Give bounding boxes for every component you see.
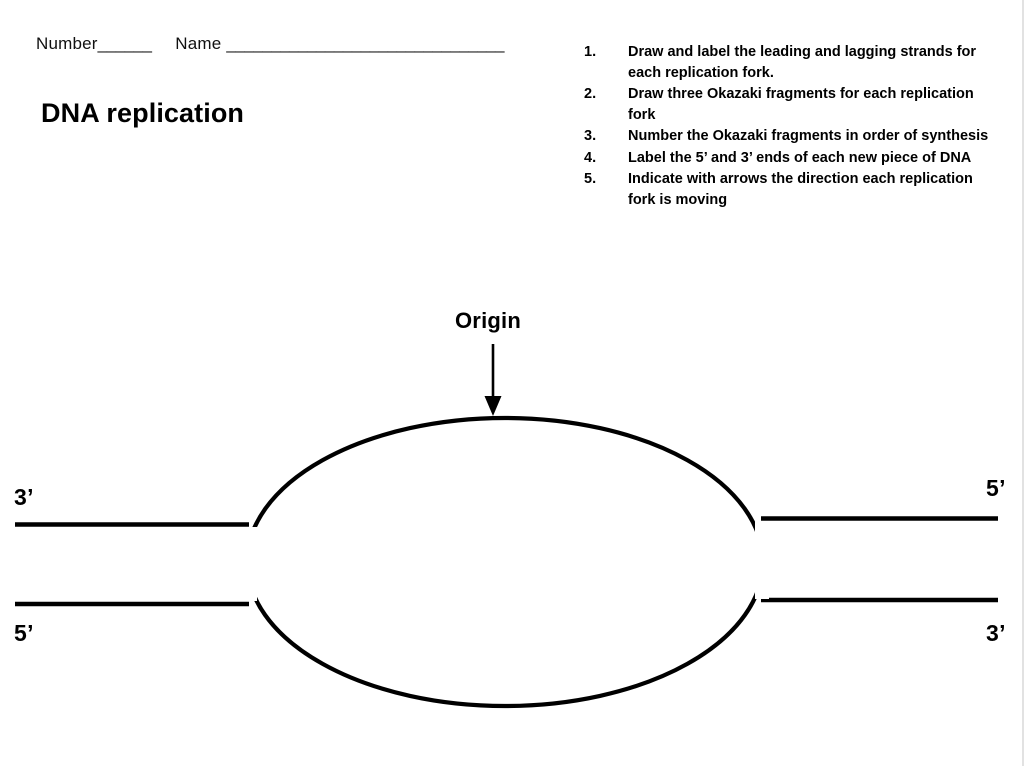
header-fields: Number______ Name ______________________…: [36, 34, 504, 54]
page-title: DNA replication: [41, 98, 245, 128]
instruction-text: Indicate with arrows the direction each …: [628, 171, 973, 209]
instruction-number: 5.: [584, 171, 597, 188]
name-field-rule[interactable]: _______________________________: [226, 34, 504, 53]
instruction-text: Draw three Okazaki fragments for each re…: [628, 86, 974, 123]
instruction-number: 3.: [584, 128, 597, 145]
end-label-left-bottom: 5’: [14, 620, 34, 646]
instruction-number: 4.: [584, 149, 597, 166]
instruction-number: 2.: [584, 86, 597, 103]
list-item: 4. Label the 5’ and 3’ ends of each new …: [584, 148, 1004, 169]
number-field-label: Number: [36, 34, 98, 53]
origin-arrow: [484, 344, 502, 416]
instruction-text: Draw and label the leading and lagging s…: [628, 44, 977, 81]
instruction-number: 1.: [584, 44, 597, 60]
instruction-text: Label the 5’ and 3’ ends of each new pie…: [628, 149, 972, 166]
end-label-left-top: 3’: [14, 484, 34, 510]
list-item: 2. Draw three Okazaki fragments for each…: [584, 84, 1004, 125]
instruction-text: Number the Okazaki fragments in order of…: [628, 128, 989, 145]
name-field-label: Name: [175, 34, 222, 53]
end-label-right-top: 5’: [986, 475, 1006, 501]
end-label-right-bottom: 3’: [986, 620, 1006, 646]
list-item: 5. Indicate with arrows the direction ea…: [584, 169, 1004, 210]
instruction-list: 1. Draw and label the leading and laggin…: [584, 42, 1004, 212]
replication-bubble: [244, 415, 766, 709]
origin-label: Origin: [455, 308, 521, 333]
list-item: 1. Draw and label the leading and laggin…: [584, 42, 1004, 83]
list-item: 3. Number the Okazaki fragments in order…: [584, 126, 1004, 147]
number-field-rule[interactable]: ______: [97, 34, 152, 53]
